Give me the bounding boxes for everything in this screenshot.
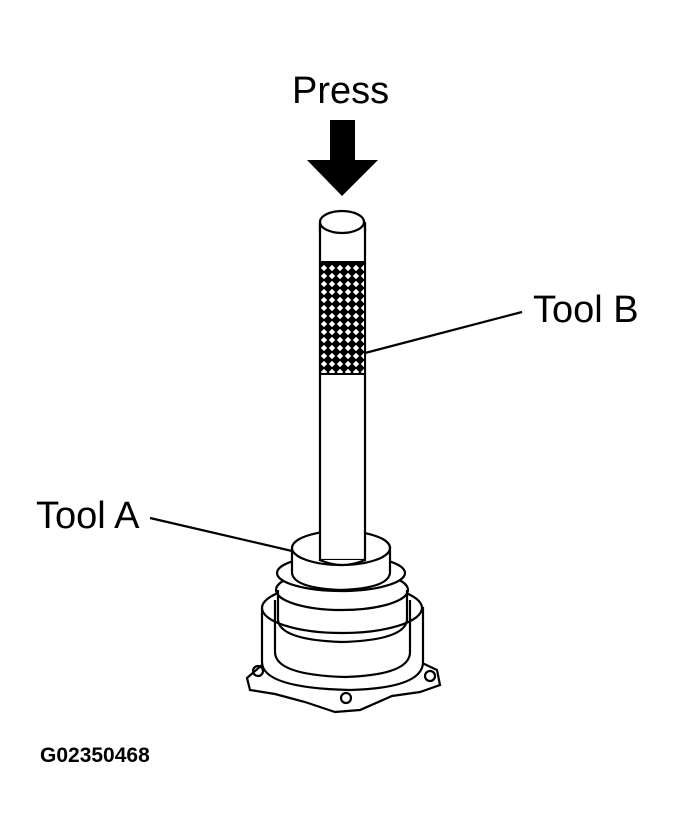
knurled-grip: [319, 261, 366, 375]
tool-b-label: Tool B: [533, 289, 639, 331]
tool-b: [318, 209, 367, 567]
press-label: Press: [292, 70, 389, 112]
press-arrow-icon: [307, 120, 378, 196]
tool-a-leader-line: [149, 516, 293, 553]
tool-a-label: Tool A: [36, 495, 140, 537]
figure-id-label: G02350468: [40, 744, 150, 767]
tool-b-leader-line: [364, 310, 523, 355]
